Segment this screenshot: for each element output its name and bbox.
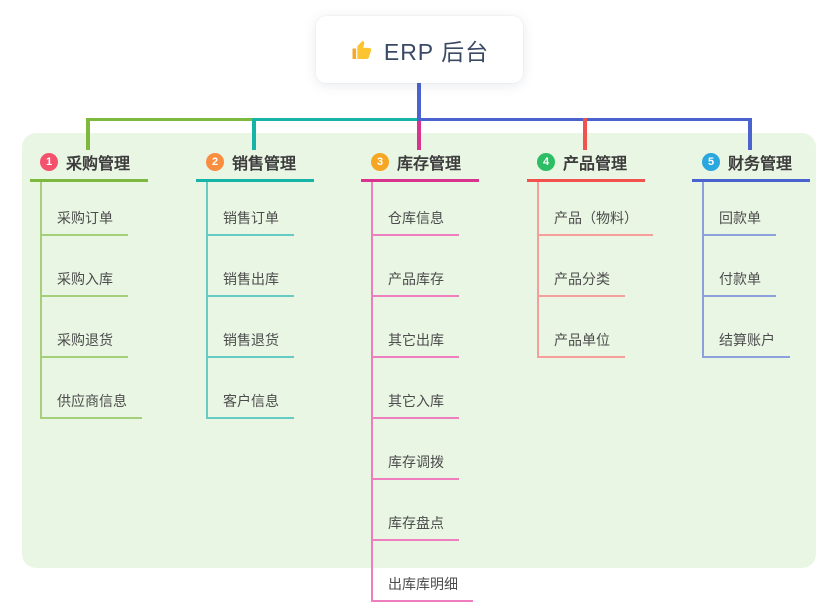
child-label: 采购退货 — [57, 332, 113, 348]
child-label: 销售退货 — [223, 332, 279, 348]
child-label: 结算账户 — [719, 332, 775, 348]
child-node[interactable]: 销售订单 — [206, 182, 294, 236]
child-node[interactable]: 采购退货 — [40, 297, 128, 358]
branch-children-2: 销售订单销售出库销售退货客户信息 — [206, 182, 294, 419]
child-label: 回款单 — [719, 210, 761, 226]
child-node[interactable]: 产品单位 — [537, 297, 625, 358]
child-node[interactable]: 客户信息 — [206, 358, 294, 419]
child-label: 产品分类 — [554, 271, 610, 287]
child-node[interactable]: 库存调拨 — [371, 419, 459, 480]
child-label: 其它出库 — [388, 332, 444, 348]
child-label: 销售订单 — [223, 210, 279, 226]
branch-label: 采购管理 — [66, 156, 131, 173]
child-node[interactable]: 供应商信息 — [40, 358, 142, 419]
child-label: 仓库信息 — [388, 210, 444, 226]
branch-drop-5 — [748, 118, 752, 150]
branch-drop-4 — [583, 118, 587, 150]
child-label: 库存盘点 — [388, 515, 444, 531]
branch-label: 财务管理 — [728, 156, 793, 173]
child-node[interactable]: 付款单 — [702, 236, 776, 297]
child-label: 客户信息 — [223, 393, 279, 409]
branch-node-3[interactable]: 3 库存管理 — [361, 147, 479, 182]
branch-node-1[interactable]: 1 采购管理 — [30, 147, 148, 182]
branch-children-3: 仓库信息产品库存其它出库其它入库库存调拨库存盘点出库库明细 — [371, 182, 473, 602]
child-node[interactable]: 库存盘点 — [371, 480, 459, 541]
branches-panel — [22, 133, 816, 568]
root-title: ERP 后台 — [383, 38, 490, 65]
branch-label: 库存管理 — [397, 156, 462, 173]
branch-children-5: 回款单付款单结算账户 — [702, 182, 790, 358]
child-node[interactable]: 结算账户 — [702, 297, 790, 358]
child-node[interactable]: 产品（物料） — [537, 182, 653, 236]
branch-node-2[interactable]: 2 销售管理 — [196, 147, 314, 182]
child-label: 供应商信息 — [57, 393, 127, 409]
branch-number-badge: 5 — [702, 153, 720, 171]
branch-column-5: 5 财务管理回款单付款单结算账户 — [692, 147, 810, 358]
child-node[interactable]: 其它入库 — [371, 358, 459, 419]
child-label: 付款单 — [719, 271, 761, 287]
child-label: 产品库存 — [388, 271, 444, 287]
thumbs-up-icon — [350, 38, 374, 62]
child-node[interactable]: 销售出库 — [206, 236, 294, 297]
branch-number-badge: 3 — [371, 153, 389, 171]
branch-drop-1 — [86, 118, 90, 150]
branch-drop-3 — [417, 118, 421, 150]
child-node[interactable]: 产品分类 — [537, 236, 625, 297]
branch-number-badge: 4 — [537, 153, 555, 171]
branch-column-4: 4 产品管理产品（物料） 产品分类产品单位 — [527, 147, 653, 358]
child-node[interactable]: 出库库明细 — [371, 541, 473, 602]
root-connector — [417, 83, 421, 121]
child-node[interactable]: 销售退货 — [206, 297, 294, 358]
branch-node-5[interactable]: 5 财务管理 — [692, 147, 810, 182]
bus-segment-1 — [86, 118, 256, 121]
child-node[interactable]: 仓库信息 — [371, 182, 459, 236]
child-label: 出库库明细 — [388, 576, 458, 592]
child-node[interactable]: 采购订单 — [40, 182, 128, 236]
branch-children-4: 产品（物料） 产品分类产品单位 — [537, 182, 653, 358]
branch-number-badge: 1 — [40, 153, 58, 171]
child-node[interactable]: 回款单 — [702, 182, 776, 236]
child-node[interactable]: 其它出库 — [371, 297, 459, 358]
child-label: 销售出库 — [223, 271, 279, 287]
branch-drop-2 — [252, 118, 256, 150]
root-node[interactable]: ERP 后台 — [316, 16, 523, 83]
branch-column-2: 2 销售管理销售订单销售出库销售退货客户信息 — [196, 147, 314, 419]
branch-column-1: 1 采购管理采购订单采购入库采购退货供应商信息 — [30, 147, 148, 419]
branch-number-badge: 2 — [206, 153, 224, 171]
child-label: 库存调拨 — [388, 454, 444, 470]
child-label: 采购入库 — [57, 271, 113, 287]
branch-column-3: 3 库存管理仓库信息产品库存其它出库其它入库库存调拨库存盘点出库库明细 — [361, 147, 479, 602]
child-label: 产品（物料） — [554, 210, 638, 226]
branch-label: 销售管理 — [232, 156, 297, 173]
branch-label: 产品管理 — [563, 156, 628, 173]
child-label: 其它入库 — [388, 393, 444, 409]
branch-node-4[interactable]: 4 产品管理 — [527, 147, 645, 182]
child-label: 采购订单 — [57, 210, 113, 226]
bus-segment-2 — [252, 118, 421, 121]
child-label: 产品单位 — [554, 332, 610, 348]
child-node[interactable]: 采购入库 — [40, 236, 128, 297]
child-node[interactable]: 产品库存 — [371, 236, 459, 297]
branch-children-1: 采购订单采购入库采购退货供应商信息 — [40, 182, 142, 419]
